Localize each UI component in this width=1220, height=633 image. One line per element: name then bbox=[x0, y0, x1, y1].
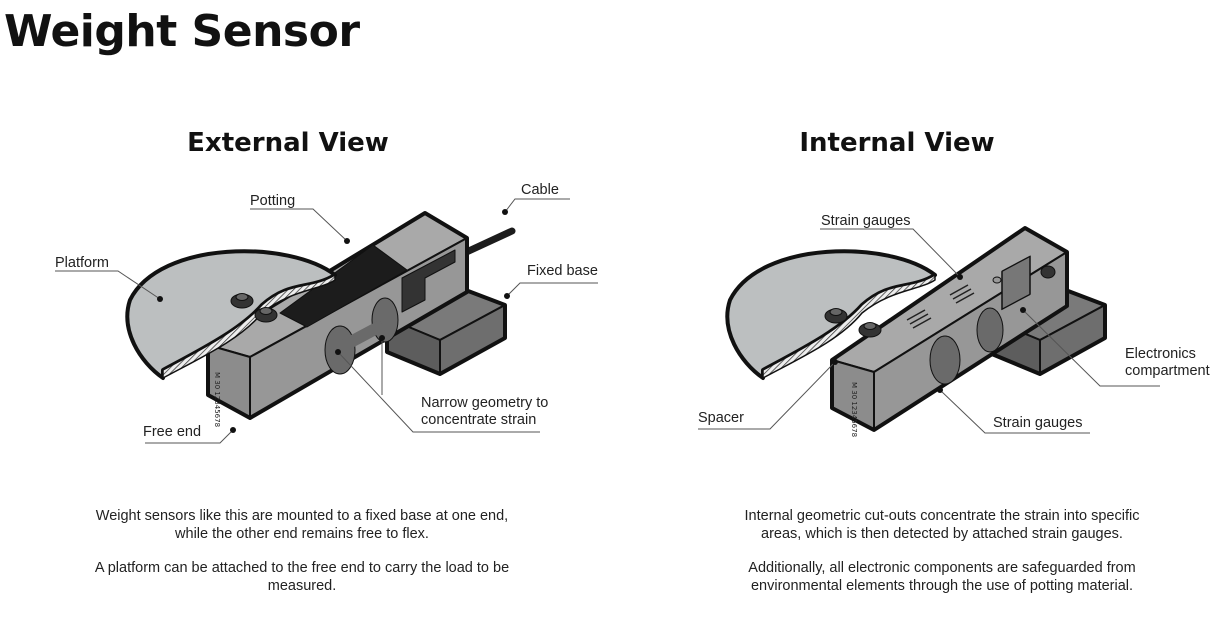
svg-text:M 30 12345678: M 30 12345678 bbox=[213, 372, 221, 427]
label-cable: Cable bbox=[521, 182, 559, 198]
label-free-end: Free end bbox=[143, 424, 201, 440]
label-electronics-line2: compartment bbox=[1125, 363, 1210, 379]
label-narrow-geometry-line2: concentrate strain bbox=[421, 412, 536, 428]
label-electronics-line1: Electronics bbox=[1125, 346, 1196, 362]
external-description: Weight sensors like this are mounted to … bbox=[92, 508, 512, 612]
cutout-right bbox=[976, 307, 1004, 353]
external-view-heading: External View bbox=[187, 128, 389, 158]
sensor-body: M 30 12345678 bbox=[830, 226, 1069, 437]
label-potting: Potting bbox=[250, 193, 295, 209]
internal-paragraph-1: Internal geometric cut-outs concentrate … bbox=[744, 508, 1140, 542]
bolts bbox=[230, 293, 278, 323]
page-title: Weight Sensor bbox=[4, 6, 360, 57]
label-platform: Platform bbox=[55, 255, 109, 271]
label-strain-gauges-top: Strain gauges bbox=[821, 213, 910, 229]
external-leaders bbox=[55, 198, 598, 444]
external-paragraph-1: Weight sensors like this are mounted to … bbox=[95, 508, 509, 542]
cutout-left bbox=[929, 335, 961, 385]
bolts bbox=[824, 308, 882, 338]
strain-gauge-marks bbox=[906, 284, 975, 329]
internal-load-cell: M 30 12345678 bbox=[725, 226, 1107, 437]
potting bbox=[279, 244, 408, 328]
external-load-cell: M 30 12345678 bbox=[125, 211, 516, 427]
label-strain-gauges-bottom: Strain gauges bbox=[993, 415, 1082, 431]
external-leader-dots bbox=[157, 209, 510, 433]
internal-description: Internal geometric cut-outs concentrate … bbox=[732, 508, 1152, 612]
platform bbox=[125, 249, 337, 380]
svg-text:M 30 12345678: M 30 12345678 bbox=[850, 382, 858, 437]
label-fixed-base: Fixed base bbox=[527, 263, 598, 279]
external-paragraph-2: A platform can be attached to the free e… bbox=[94, 560, 510, 594]
internal-paragraph-2: Additionally, all electronic components … bbox=[748, 560, 1136, 594]
internal-view-heading: Internal View bbox=[799, 128, 995, 158]
label-spacer: Spacer bbox=[698, 410, 744, 426]
internal-leader-dots bbox=[832, 274, 1026, 393]
electronics-compartment bbox=[1001, 255, 1031, 311]
electronics-slot bbox=[401, 249, 456, 313]
internal-leaders bbox=[698, 228, 1160, 434]
label-narrow-geometry-line1: Narrow geometry to bbox=[421, 395, 548, 411]
